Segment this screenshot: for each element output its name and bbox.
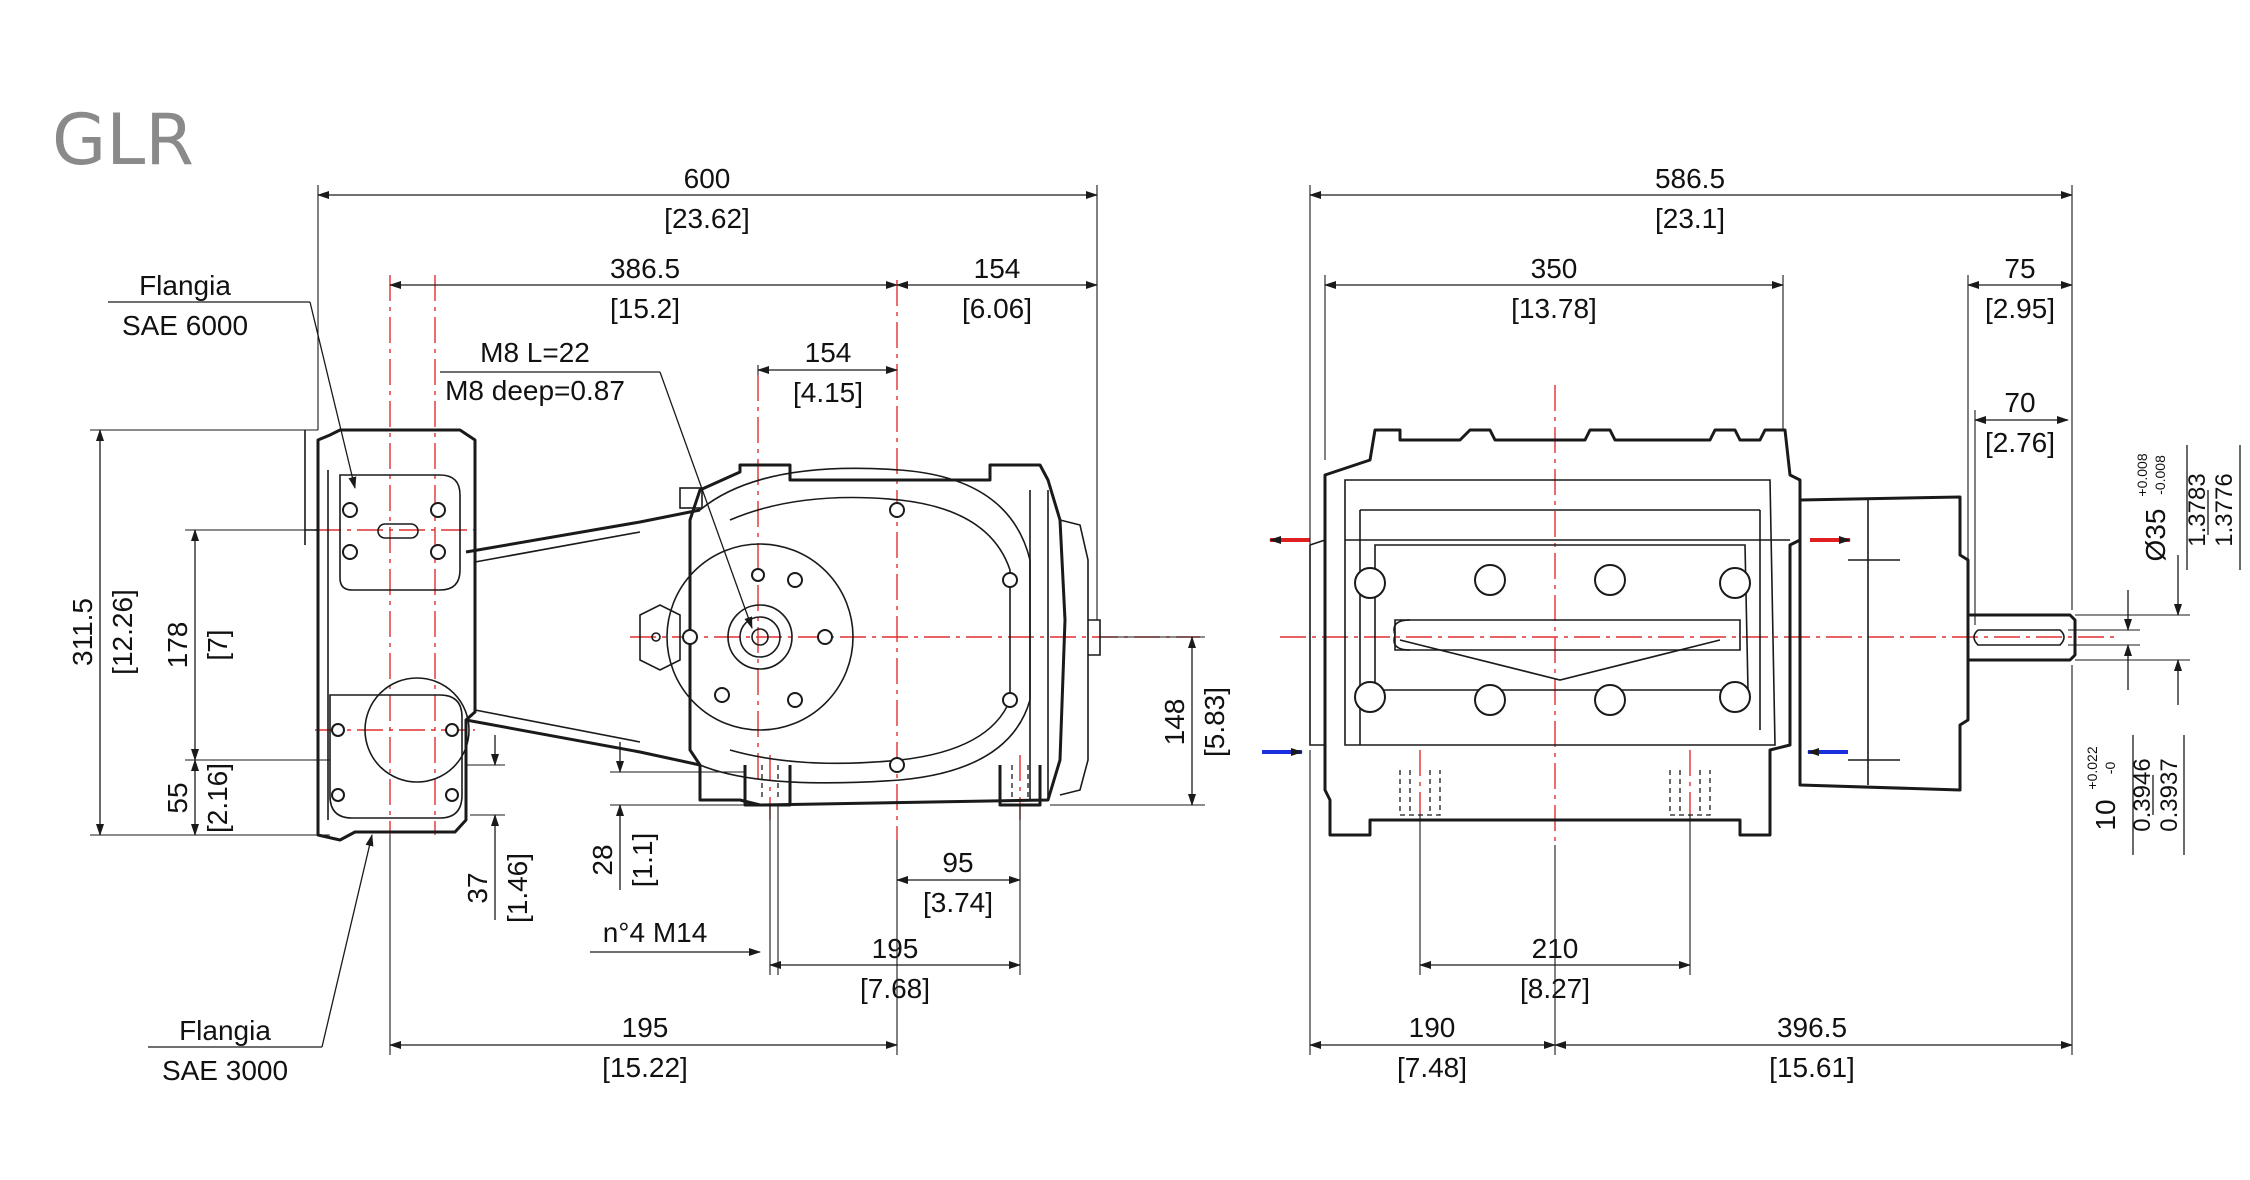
dim-350-in: [13.78] <box>1511 293 1597 324</box>
end-body <box>1323 428 1802 837</box>
key-in-max: 0.3946 <box>2129 758 2156 831</box>
dim-311-mm: 311.5 <box>67 598 98 666</box>
dim-70-in: [2.76] <box>1985 427 2055 458</box>
dim-154b-in: [4.15] <box>793 377 863 408</box>
crank-cover <box>666 543 854 731</box>
dim-154b-mm: 154 <box>805 337 852 368</box>
shaft-in-min: 1.3776 <box>2211 473 2238 546</box>
foot-left <box>743 765 792 807</box>
dim-396-mm: 396.5 <box>1777 1012 1847 1043</box>
upper-flange <box>339 474 461 591</box>
upper-port-slot <box>377 523 419 539</box>
dim-148-mm: 148 <box>1159 699 1190 746</box>
end-slot <box>1394 619 1741 651</box>
dim-55-in: [2.16] <box>202 763 233 833</box>
dim-195-in: [7.68] <box>860 973 930 1004</box>
shaft-key <box>1973 629 2065 646</box>
dim-75-mm: 75 <box>2004 253 2035 284</box>
model-title: GLR <box>52 99 194 181</box>
dim-586-in: [23.1] <box>1655 203 1725 234</box>
flange-bottom-leader <box>321 834 374 1048</box>
lower-port <box>364 677 470 783</box>
dim-600-in: [23.62] <box>664 203 750 234</box>
dim-75-in: [2.95] <box>1985 293 2055 324</box>
dim-178-mm: 178 <box>162 622 193 669</box>
dim-70-mm: 70 <box>2004 387 2035 418</box>
lower-flange <box>329 694 463 819</box>
hex-plug <box>639 604 681 671</box>
key-tol-plus: +0.022 <box>2084 746 2100 789</box>
key-tol-minus: -0 <box>2102 762 2118 775</box>
dim-190-mm: 190 <box>1409 1012 1456 1043</box>
end-cover-plate <box>1374 544 1749 691</box>
dim-154-mm: 154 <box>974 253 1021 284</box>
dim-195-mm: 195 <box>872 933 919 964</box>
shaft-tol-minus: -0.008 <box>2152 455 2168 495</box>
m8-leader <box>659 371 753 629</box>
crankcase <box>688 463 1067 807</box>
dim-195b-in: [15.22] <box>602 1052 688 1083</box>
dim-95-in: [3.74] <box>923 887 993 918</box>
key-width-label: 10 <box>2090 799 2121 830</box>
dim-37-in: [1.46] <box>502 853 533 923</box>
rear-cover <box>1059 519 1089 796</box>
flange-top-leader <box>309 301 357 489</box>
dim-28-in: [1.1] <box>627 833 658 887</box>
mounting-holes-label: n°4 M14 <box>603 917 708 948</box>
dim-195b-mm: 195 <box>622 1012 669 1043</box>
m8-depth-label: M8 deep=0.87 <box>445 375 625 406</box>
m8-length-label: M8 L=22 <box>480 337 590 368</box>
dim-190-in: [7.48] <box>1397 1052 1467 1083</box>
flange-bottom-label-2: SAE 3000 <box>162 1055 288 1086</box>
dim-586-mm: 586.5 <box>1655 163 1725 194</box>
side-view: 600 [23.62] 386.5 [15.2] 154 [6.06] 154 … <box>67 163 1230 1086</box>
dim-386-mm: 386.5 <box>610 253 680 284</box>
dim-95-mm: 95 <box>942 847 973 878</box>
crankcase-rib <box>699 467 1031 784</box>
dim-37-mm: 37 <box>462 872 493 903</box>
dim-154-in: [6.06] <box>962 293 1032 324</box>
flange-top-label-1: Flangia <box>139 270 231 301</box>
dim-386-in: [15.2] <box>610 293 680 324</box>
dim-148-in: [5.83] <box>1199 687 1230 757</box>
dim-178-in: [7] <box>202 629 233 660</box>
flange-bottom-label-1: Flangia <box>179 1015 271 1046</box>
dim-311-in: [12.26] <box>107 589 138 675</box>
dim-350-mm: 350 <box>1531 253 1578 284</box>
key-in-min: 0.3937 <box>2156 758 2183 831</box>
drive-shaft <box>1968 613 2077 662</box>
drive-housing <box>1798 495 1970 792</box>
dim-55-mm: 55 <box>162 782 193 813</box>
shaft-tol-plus: +0.008 <box>2134 453 2150 496</box>
shaft-diameter-label: Ø35 <box>2140 509 2171 562</box>
dim-28-mm: 28 <box>587 844 618 875</box>
housing-neck <box>465 508 701 767</box>
shaft-in-max: 1.3783 <box>2184 473 2211 546</box>
dim-396-in: [15.61] <box>1769 1052 1855 1083</box>
flange-top-label-2: SAE 6000 <box>122 310 248 341</box>
dim-600-mm: 600 <box>684 163 731 194</box>
end-view: 586.5 [23.1] 350 [13.78] 75 [2.95] 70 [2… <box>1262 163 2241 1083</box>
